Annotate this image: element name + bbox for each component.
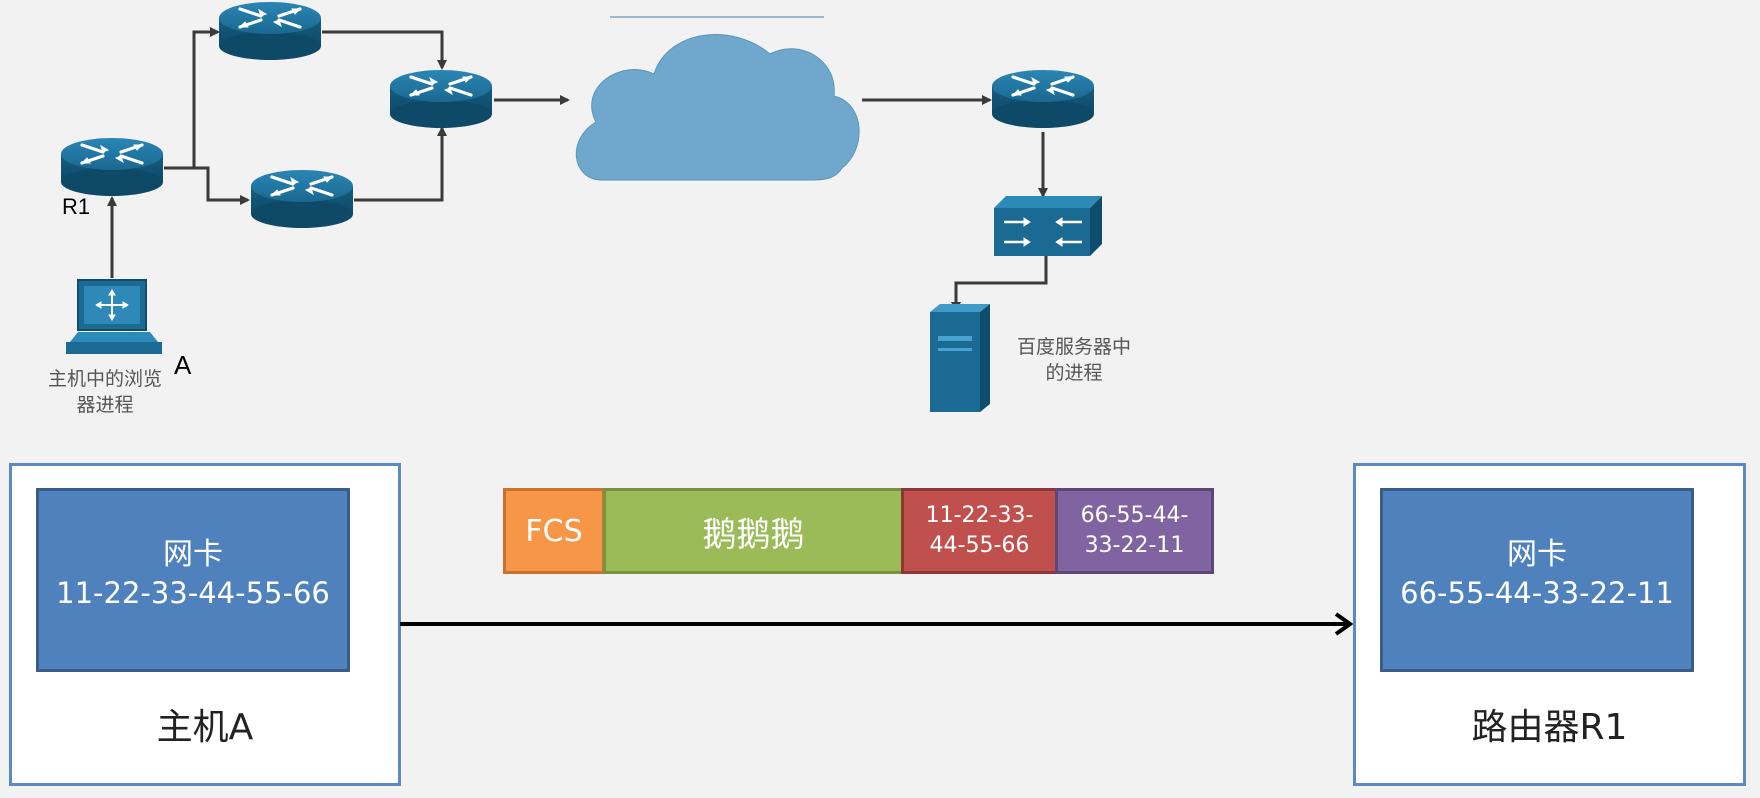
server-icon xyxy=(930,304,990,412)
router-icon-right xyxy=(990,68,1096,130)
host-nic: 网卡 11-22-33-44-55-66 xyxy=(36,488,350,672)
server-caption-line2: 的进程 xyxy=(1045,362,1103,384)
server-caption-line1: 百度服务器中 xyxy=(1016,336,1131,358)
router-box-caption: 路由器R1 xyxy=(1471,707,1628,748)
router-icon-center xyxy=(388,68,494,130)
frame-src-mac-line1: 11-22-33- xyxy=(925,503,1034,528)
host-caption: 主机中的浏览 器进程 xyxy=(30,366,180,418)
frame-fcs-label: FCS xyxy=(525,513,583,549)
cloud-icon xyxy=(575,16,860,181)
switch-icon xyxy=(994,196,1102,256)
frame-src-mac: 11-22-33- 44-55-66 xyxy=(901,488,1058,574)
router-nic: 网卡 66-55-44-33-22-11 xyxy=(1380,488,1694,672)
transmission-arrow xyxy=(400,612,1354,636)
host-caption-line1: 主机中的浏览 xyxy=(47,368,162,390)
frame-src-mac-line2: 44-55-66 xyxy=(929,533,1030,558)
host-caption-line2: 器进程 xyxy=(76,394,134,416)
frame-payload: 鹅鹅鹅 xyxy=(603,488,904,574)
frame-dst-mac: 66-55-44- 33-22-11 xyxy=(1055,488,1214,574)
router-icon-r1 xyxy=(59,136,165,198)
host-nic-title: 网卡 xyxy=(163,537,223,572)
router-nic-mac: 66-55-44-33-22-11 xyxy=(1400,576,1674,610)
host-nic-mac: 11-22-33-44-55-66 xyxy=(56,576,330,610)
host-box-caption: 主机A xyxy=(156,707,254,748)
router-icon-bottom xyxy=(249,168,355,230)
router-label-r1: R1 xyxy=(62,194,91,219)
router-icon-top xyxy=(217,0,323,62)
host-label-a: A xyxy=(174,350,192,380)
router-nic-title: 网卡 xyxy=(1507,537,1567,572)
frame-dst-mac-line2: 33-22-11 xyxy=(1084,533,1185,558)
frame-dst-mac-line1: 66-55-44- xyxy=(1080,503,1189,528)
frame-fcs: FCS xyxy=(503,488,605,574)
network-diagram xyxy=(59,0,1102,412)
frame-payload-label: 鹅鹅鹅 xyxy=(702,514,805,555)
server-caption: 百度服务器中 的进程 xyxy=(1004,334,1144,386)
computer-icon xyxy=(66,279,162,354)
